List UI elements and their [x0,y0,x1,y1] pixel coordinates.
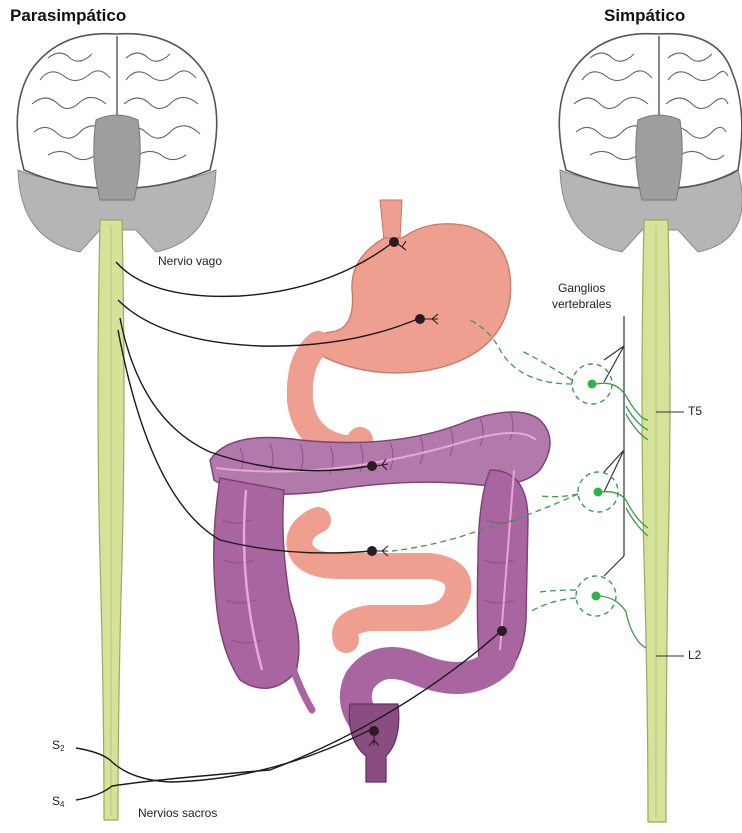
vagus-nerve-label: Nervio vago [158,254,222,268]
s4-subscript: 4 [60,800,64,809]
s2-letter: S [52,738,60,752]
parasympathetic-title: Parasimpático [10,6,126,26]
s2-subscript: 2 [60,744,64,753]
sympathetic-ganglia [572,364,618,616]
s2-label: S2 [52,738,64,753]
sympathetic-preganglionic-fibers [596,383,648,648]
sympathetic-title: Simpático [604,6,685,26]
large-intestine [210,412,550,782]
t5-label: T5 [688,404,702,418]
s4-label: S4 [52,794,64,809]
s4-letter: S [52,794,60,808]
parasympathetic-brain [17,34,216,252]
sympathetic-brain [559,34,742,252]
stomach [310,200,511,373]
sacral-nerves-label: Nervios sacros [138,806,217,820]
sympathetic-chain [604,316,624,576]
ganglia-label: Ganglios vertebrales [552,280,611,312]
ganglia-label-line1: Ganglios [552,280,611,296]
l2-label: L2 [688,648,701,662]
ganglia-label-line2: vertebrales [552,296,611,312]
